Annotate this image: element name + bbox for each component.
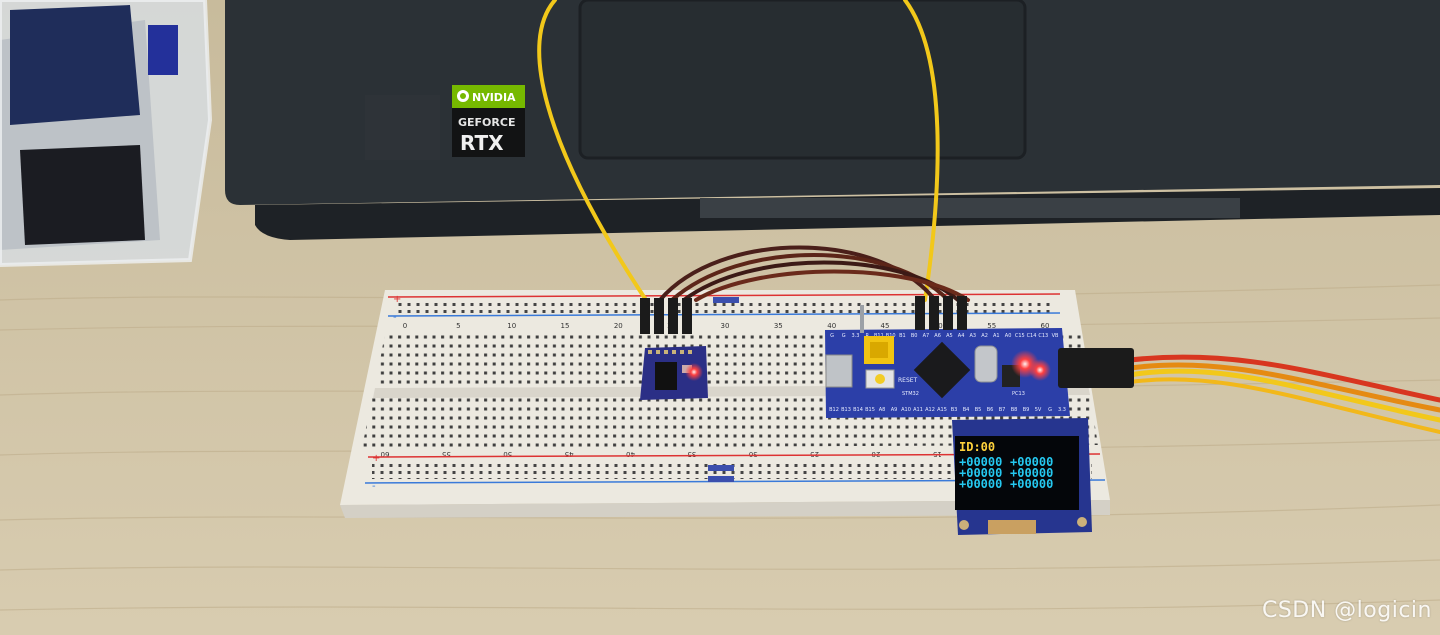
column-number-top: 35: [774, 322, 783, 330]
oled-screen: [955, 436, 1079, 510]
column-number-bottom: 20: [871, 450, 880, 458]
sticker-line2: RTX: [460, 131, 504, 155]
breadboard: 051015202530354045505560 605550454035302…: [340, 290, 1110, 518]
oled-row-1-right: +00000: [1010, 455, 1053, 469]
laptop: [225, 0, 1440, 240]
mcu-pin-label-bottom: B15: [865, 407, 875, 413]
mcu-pin-label-bottom: B14: [853, 407, 863, 413]
rail-minus-bottom: -: [372, 481, 376, 492]
column-number-top: 40: [827, 322, 836, 330]
mcu-pin-label-bottom: B12: [829, 407, 839, 413]
mcu-pin-label-top: C13: [1038, 333, 1048, 339]
oled-row-2-right: +00000: [1010, 466, 1053, 480]
pc13-label: PC13: [1012, 391, 1025, 397]
mcu-pin-label-top: C14: [1027, 333, 1037, 339]
crystal: [974, 345, 998, 383]
oled-row-2-left: +00000: [959, 466, 1002, 480]
column-number-bottom: 45: [565, 450, 574, 458]
mcu-pin-label-bottom: 5V: [1035, 407, 1042, 413]
oled-row-3-left: +00000: [959, 477, 1002, 491]
usb-serial-cable: [1127, 354, 1440, 434]
mcu-pin-label-bottom: G: [1048, 407, 1052, 413]
oled-module: ID:00 +00000 +00000 +00000 +00000 +00000…: [952, 418, 1092, 535]
column-number-top: 10: [507, 322, 516, 330]
mcu-pc13-led: [1029, 359, 1051, 381]
mcu-pin-label-bottom: A10: [901, 407, 911, 413]
mcu-pin-label-bottom: A9: [891, 407, 898, 413]
nvidia-rtx-sticker: NVIDIA GEFORCE RTX: [452, 85, 525, 157]
column-number-top: 60: [1041, 322, 1050, 330]
mcu-pin-label-bottom: A15: [937, 407, 947, 413]
column-number-top: 15: [561, 322, 570, 330]
mcu-pin-label-bottom: A8: [879, 407, 886, 413]
mcu-pin-label-top: B1: [899, 333, 906, 339]
column-number-top: 0: [403, 322, 407, 330]
sticker-line1: GEFORCE: [458, 116, 515, 129]
column-number-bottom: 25: [810, 450, 819, 458]
mcu-pin-label-top: 3.3: [852, 333, 860, 339]
csdn-watermark: CSDN @logicin: [1261, 598, 1432, 623]
column-number-bottom: 50: [503, 450, 512, 458]
dupont-connector: [1058, 348, 1134, 388]
rail-minus-top: -: [393, 312, 397, 323]
rail-plus-top: +: [393, 294, 401, 305]
plastic-storage-box: [0, 0, 213, 268]
mcu-pin-label-top: C15: [1015, 333, 1025, 339]
jumper-wires: [537, 0, 970, 302]
mcu-pin-label-bottom: B3: [951, 407, 958, 413]
column-number-top: 30: [721, 322, 730, 330]
column-number-bottom: 40: [626, 450, 635, 458]
mcu-pin-label-bottom: B4: [963, 407, 970, 413]
mcu-pin-label-top: A5: [946, 333, 953, 339]
mcu-pin-label-top: B0: [911, 333, 918, 339]
mcu-pin-label-top: G: [830, 333, 834, 339]
mcu-pin-label-top: A7: [923, 333, 930, 339]
column-number-bottom: 35: [687, 450, 696, 458]
mcu-pin-label-bottom: 3.3: [1058, 407, 1066, 413]
mcu-pin-label-top: A1: [993, 333, 1000, 339]
column-number-bottom: 60: [381, 450, 390, 458]
rail-plus-bottom: +: [372, 453, 380, 464]
oled-row-1-left: +00000: [959, 455, 1002, 469]
oled-id-line: ID:00: [959, 440, 995, 454]
mcu-pin-label-top: A2: [981, 333, 988, 339]
mcu-chip-label: STM32: [902, 391, 919, 397]
mcu-pin-label-top: A4: [958, 333, 965, 339]
mcu-pin-label-top: A6: [934, 333, 941, 339]
laptop-touchpad: [578, 0, 1027, 160]
column-number-top: 55: [987, 322, 996, 330]
mcu-pin-label-bottom: B7: [999, 407, 1006, 413]
mcu-pin-label-top: A3: [969, 333, 976, 339]
column-number-bottom: 30: [749, 450, 758, 458]
column-number-top: 45: [881, 322, 890, 330]
sticker-brand: NVIDIA: [472, 91, 516, 104]
stm32-board: GG3.3RB11B10B1B0A7A6A5A4A3A2A1A0C15C14C1…: [825, 305, 1070, 418]
column-number-top: 20: [614, 322, 623, 330]
sensor-module: [640, 346, 708, 400]
mcu-pin-label-top: A0: [1005, 333, 1012, 339]
mcu-pin-label-top: G: [842, 333, 846, 339]
mcu-pin-label-bottom: A11: [913, 407, 923, 413]
column-number-bottom: 55: [442, 450, 451, 458]
micro-usb-port: [825, 354, 853, 388]
mcu-pin-label-bottom: B13: [841, 407, 851, 413]
mcu-pin-label-bottom: B5: [975, 407, 982, 413]
mcu-pin-label-top: VB: [1052, 333, 1059, 339]
column-number-top: 5: [456, 322, 460, 330]
jumper-pins: [640, 296, 967, 334]
mcu-pin-label-bottom: B6: [987, 407, 994, 413]
mcu-pin-label-bottom: A12: [925, 407, 935, 413]
mcu-pin-label-bottom: B8: [1011, 407, 1018, 413]
oled-row-3-right: +00000: [1010, 477, 1053, 491]
reset-label: RESET: [898, 377, 918, 384]
sensor-power-led: [685, 363, 703, 381]
mcu-pin-label-bottom: B9: [1023, 407, 1030, 413]
